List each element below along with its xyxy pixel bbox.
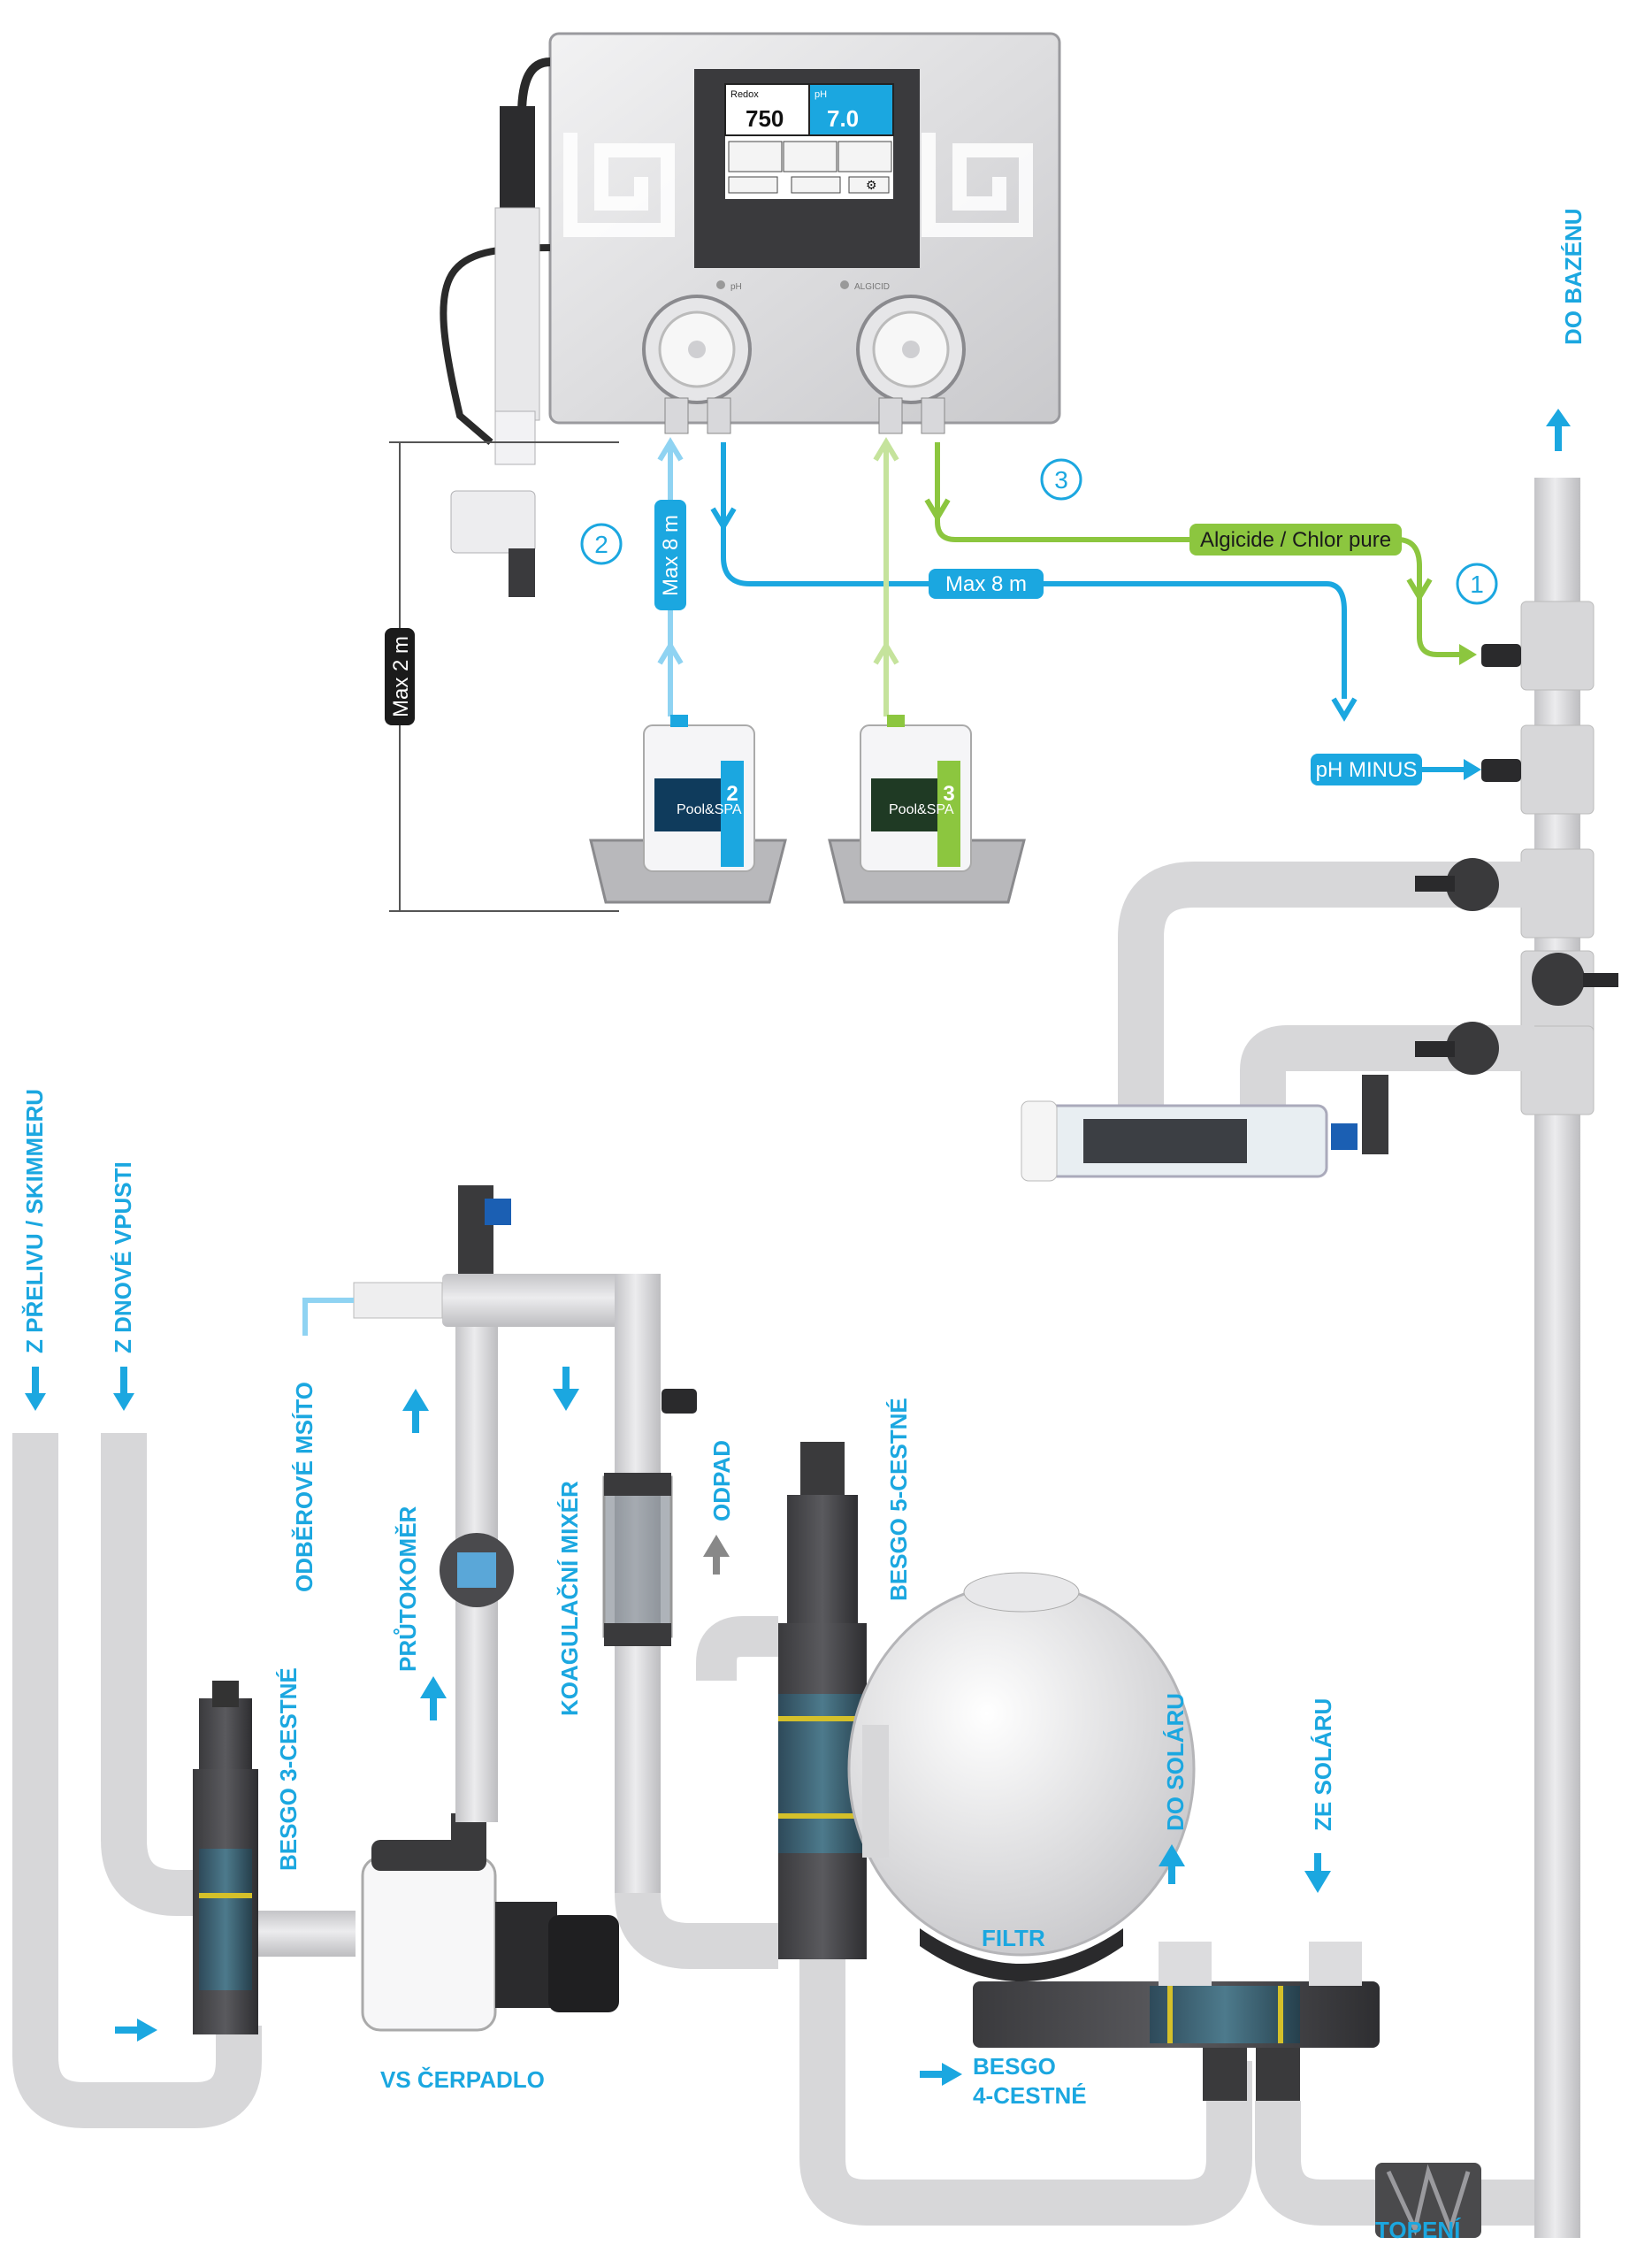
tank-3-brand: Pool&SPA <box>889 802 954 817</box>
topeni-label: TOPENÍ <box>1375 2217 1461 2243</box>
z-prelivu-label: Z PŘELIVU / SKIMMERU <box>21 1089 48 1353</box>
odpad-label: ODPAD <box>708 1440 735 1521</box>
meander-decoration-right <box>922 133 1033 237</box>
pump-label-ph: pH <box>730 282 742 292</box>
max-2m-dimension: Max 2 m <box>385 441 619 912</box>
besgo-3-label: BESGO 3-CESTNÉ <box>275 1667 302 1871</box>
meander-decoration-left <box>563 133 675 237</box>
do-bazenu-label: DO BAZÉNU <box>1560 208 1587 345</box>
dosing-controller: Redox 750 pH 7.0 ⚙ pH ALGICID <box>548 32 1061 434</box>
max-8m-horizontal-label: Max 8 m <box>945 572 1027 596</box>
pipe-network <box>12 478 1618 2238</box>
peristaltic-pump-ph <box>642 295 752 434</box>
marker-3: 3 <box>1040 458 1082 501</box>
svg-text:3: 3 <box>1054 466 1068 494</box>
redox-value: 750 <box>746 105 784 132</box>
odberove-misto-label: ODBĚROVÉ MSÍTO <box>291 1382 317 1592</box>
vs-pump-body <box>361 1813 619 2032</box>
probe-holder <box>440 57 551 597</box>
chemical-tank-ph: Pool&SPA 2 <box>589 715 787 904</box>
z-dnove-label: Z DNOVÉ VPUSTI <box>110 1161 136 1353</box>
besgo-4-label-line2: 4-CESTNÉ <box>973 2082 1087 2109</box>
ph-suction-line: Max 8 m <box>654 437 686 716</box>
max-8m-vertical-label: Max 8 m <box>659 515 683 596</box>
algicid-suction-line <box>873 437 899 716</box>
algicide-chlor-label: Algicide / Chlor pure <box>1200 528 1391 552</box>
algicid-discharge-line: Algicide / Chlor pure <box>924 442 1477 665</box>
tank-3-number: 3 <box>943 782 954 806</box>
chemical-tank-algicid: Pool&SPA 3 <box>828 715 1026 904</box>
ph-value: 7.0 <box>827 105 859 132</box>
vs-cerpadlo-label: VS ČERPADLO <box>380 2066 545 2093</box>
max-2m-label: Max 2 m <box>389 636 413 717</box>
ph-discharge-line: Max 8 m pH MINUS <box>710 442 1481 785</box>
redox-label: Redox <box>730 89 759 100</box>
pump-label-algicid: ALGICID <box>854 282 890 292</box>
marker-2: 2 <box>580 523 623 565</box>
besgo-4-label-line1: BESGO <box>973 2053 1056 2080</box>
ze-solaru-label: ZE SOLÁRU <box>1310 1698 1336 1831</box>
koagulacni-mixer-label: KOAGULAČNÍ MIXÉR <box>556 1481 583 1716</box>
svg-text:1: 1 <box>1470 571 1484 598</box>
tank-2-brand: Pool&SPA <box>677 802 742 817</box>
prutokomer-label: PRŮTOKOMĚR <box>393 1506 421 1672</box>
svg-text:2: 2 <box>594 531 608 558</box>
ph-minus-label: pH MINUS <box>1316 758 1418 782</box>
filtr-label: FILTR <box>982 1925 1045 1951</box>
peristaltic-pump-algicid <box>856 295 966 434</box>
marker-1: 1 <box>1456 563 1498 605</box>
do-solaru-label: DO SOLÁRU <box>1162 1693 1189 1831</box>
settings-gear-icon[interactable]: ⚙ <box>866 178 877 192</box>
ph-label: pH <box>815 89 827 100</box>
tank-2-number: 2 <box>726 782 738 806</box>
besgo-5-label: BESGO 5-CESTNÉ <box>885 1398 912 1601</box>
